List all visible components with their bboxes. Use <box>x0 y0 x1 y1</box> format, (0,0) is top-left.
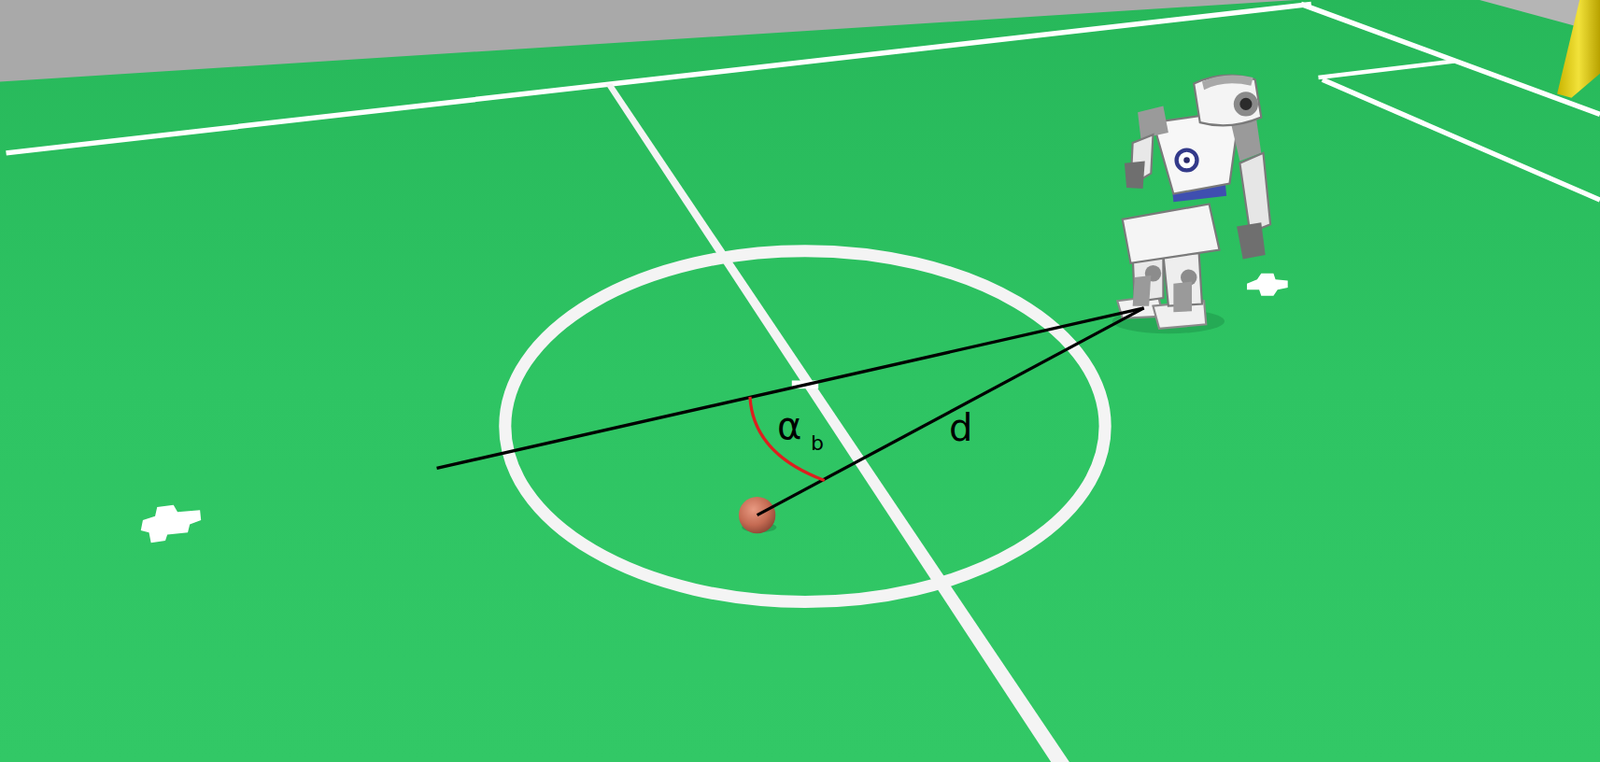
goal-post <box>1557 0 1600 99</box>
distance-label: d <box>948 409 973 447</box>
ball <box>738 496 776 534</box>
penalty-mark <box>1246 273 1289 297</box>
angle-subscript: b <box>810 433 824 454</box>
angle-symbol: α <box>777 407 802 445</box>
field-lines <box>6 3 1600 762</box>
ball-goal-line <box>437 308 1145 469</box>
geometry-lines <box>437 308 1145 516</box>
background-wall <box>0 0 1296 82</box>
angle-arc <box>750 396 825 482</box>
nao-robot <box>1112 75 1271 335</box>
distance-line <box>757 308 1145 516</box>
penalty-mark <box>141 505 201 543</box>
